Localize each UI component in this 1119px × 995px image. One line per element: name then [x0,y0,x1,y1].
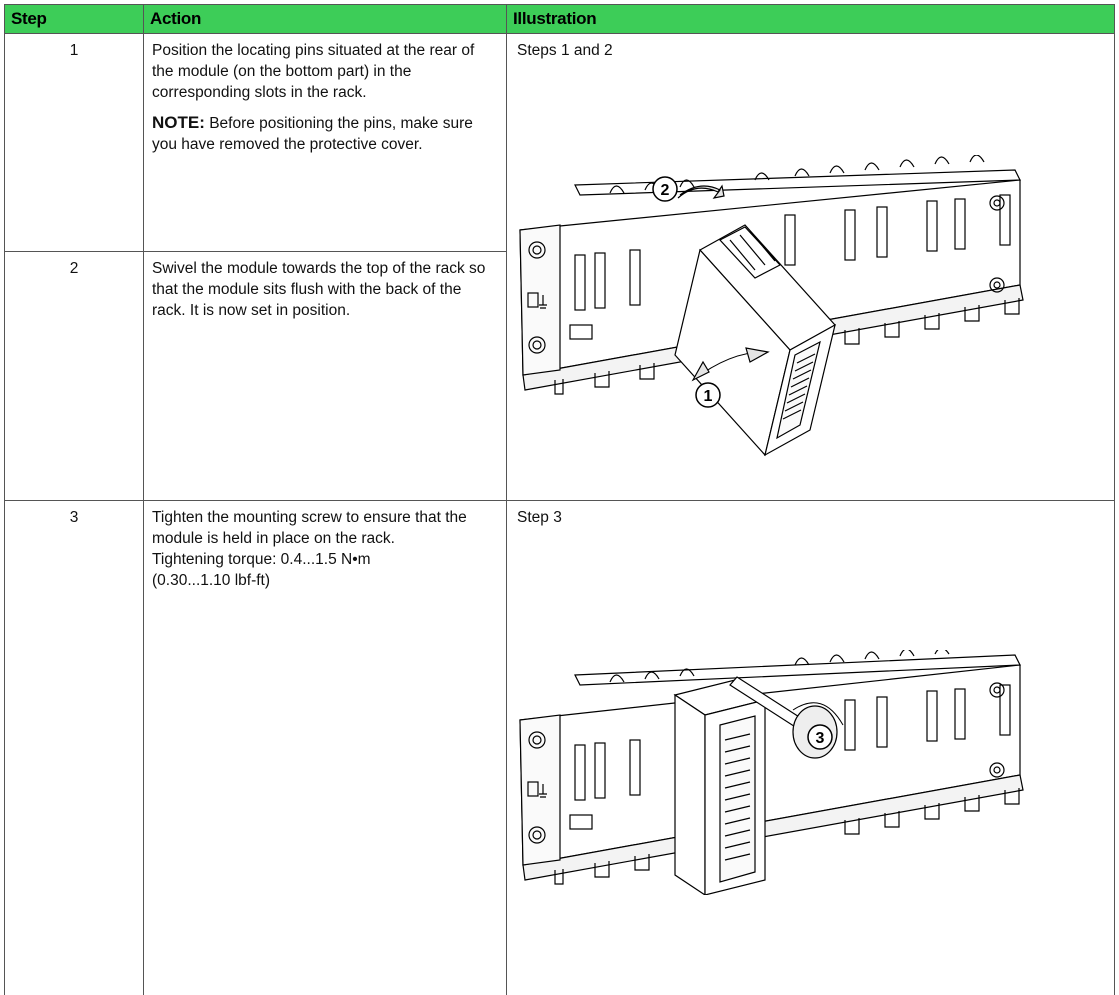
rack-module-insertion-illustration: 2 1 [519,155,1024,457]
callout-3: 3 [816,730,825,747]
action-cell-2: Swivel the module towards the top of the… [143,251,507,501]
action-text-3: Tighten the mounting screw to ensure tha… [152,509,467,547]
illustration-caption-1: Steps 1 and 2 [517,42,613,59]
callout-2: 2 [661,182,670,199]
header-step: Step [4,4,144,34]
instruction-table: Step Action Illustration 1 Position the … [4,4,1115,995]
torque-text: Tightening torque: 0.4...1.5 N•m [152,551,371,568]
note-text: Before positioning the pins, make sure y… [152,115,473,153]
rack-screw-tightening-illustration: 3 [519,650,1024,895]
header-illustration: Illustration [506,4,1115,34]
illustration-cell-2: Step 3 [506,500,1115,995]
action-cell-3: Tighten the mounting screw to ensure tha… [143,500,507,995]
note-paragraph: NOTE: Before positioning the pins, make … [152,112,498,155]
action-cell-1: Position the locating pins situated at t… [143,33,507,252]
illustration-caption-2: Step 3 [517,509,562,526]
callout-1: 1 [704,388,713,405]
action-text-2: Swivel the module towards the top of the… [152,260,486,319]
step-number-3: 3 [4,500,144,995]
step-number-1: 1 [4,33,144,252]
header-action: Action [143,4,507,34]
torque-imperial-text: (0.30...1.10 lbf-ft) [152,572,271,589]
action-text-1: Position the locating pins situated at t… [152,42,475,101]
step-number-2: 2 [4,251,144,501]
note-label: NOTE: [152,113,205,132]
